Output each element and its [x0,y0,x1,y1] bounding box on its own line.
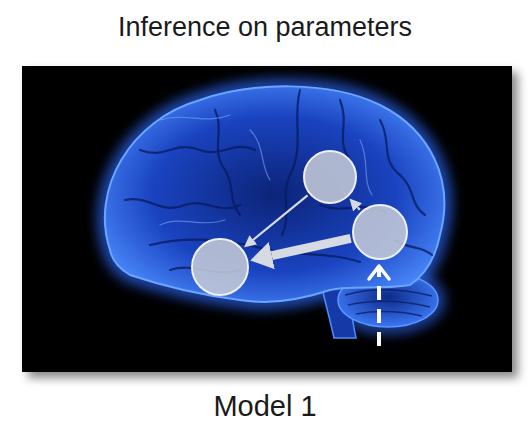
circle-outline [352,204,408,260]
brain-highlights [160,115,372,225]
connection-arrow [358,207,360,209]
brain-glow [105,86,444,327]
region-circle [303,150,357,204]
caption: Model 1 [0,390,530,423]
cerebellum-folds [345,290,432,316]
black-panel [22,66,512,372]
title: Inference on parameters [0,12,530,43]
connection-arrow [272,238,351,255]
connection-arrow [253,195,307,239]
region-circle [191,238,249,296]
region-circle [352,204,408,260]
brain-folds [125,90,432,272]
circle-outline [191,238,249,296]
circle-outline [303,150,357,204]
input-arrow [369,266,389,346]
cerebrum [105,86,444,302]
